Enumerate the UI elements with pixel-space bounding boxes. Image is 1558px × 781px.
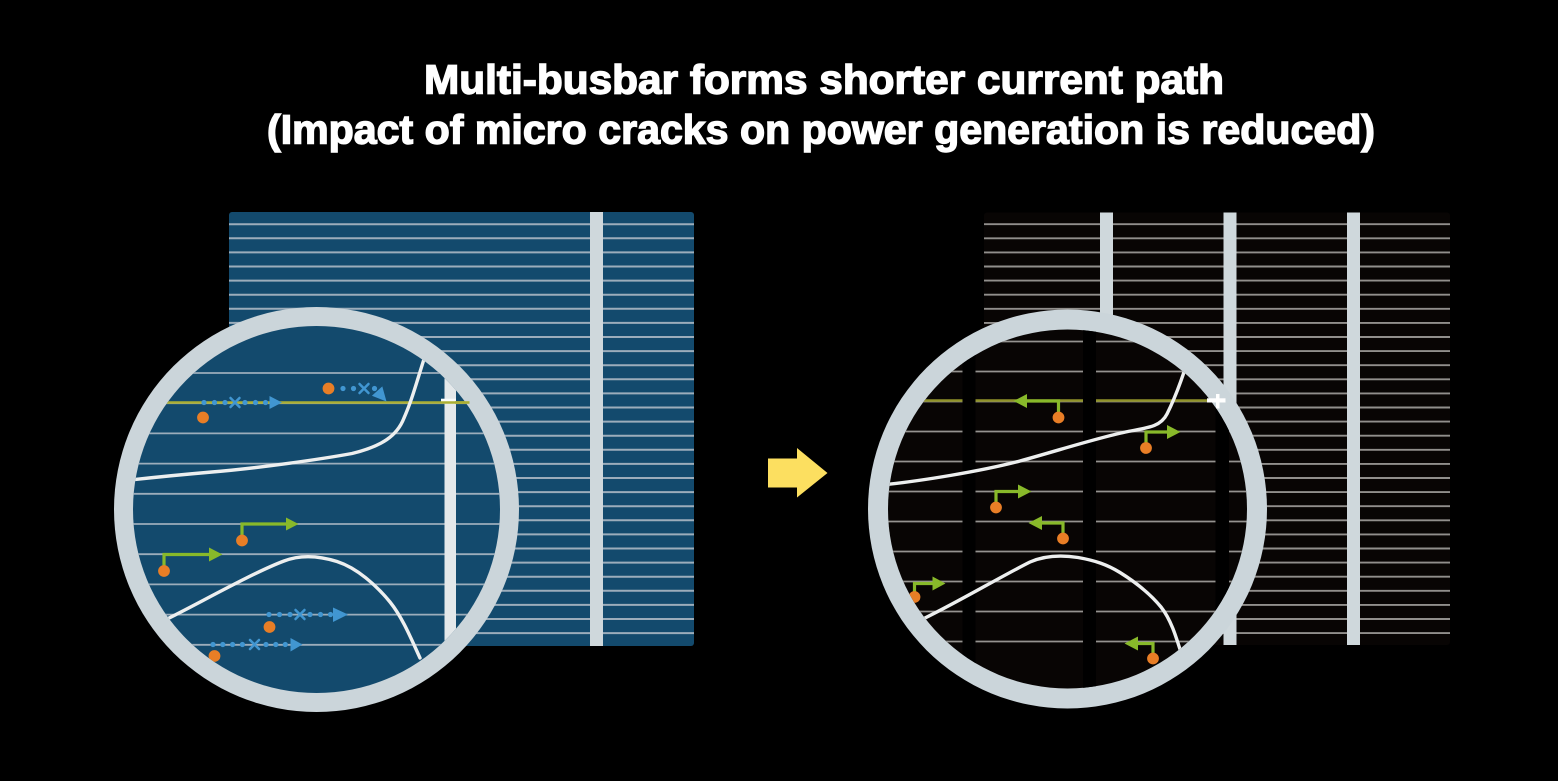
svg-text:(Impact of micro cracks on pow: (Impact of micro cracks on power generat… [267, 107, 1375, 153]
svg-text:Multi-busbar forms shorter cur: Multi-busbar forms shorter current path [424, 57, 1224, 103]
